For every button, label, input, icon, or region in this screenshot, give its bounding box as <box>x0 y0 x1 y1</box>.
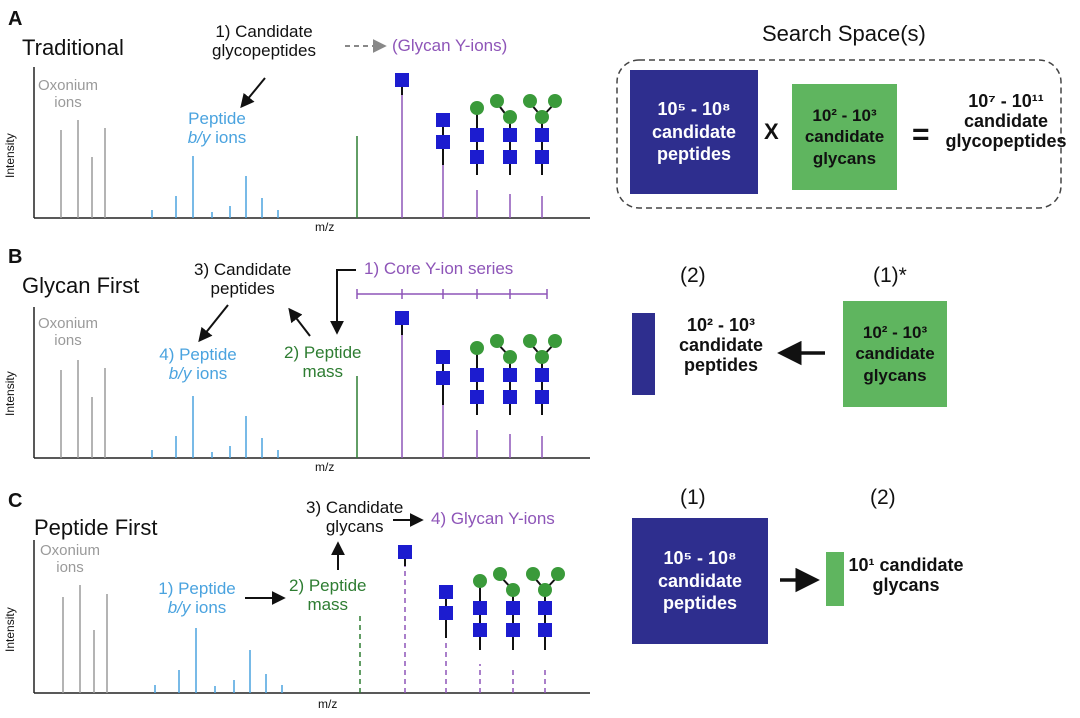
peptide-peaks-b <box>151 396 279 458</box>
step-label-c-1: (1) <box>680 486 706 509</box>
peptide-mass-label-b: 2) Peptide mass <box>284 343 362 381</box>
peptide-peaks-a <box>151 156 279 218</box>
panel-c-letter: C <box>8 490 23 512</box>
ylabel-a: Intensity <box>3 133 17 178</box>
peptide-ions-label-c: 1) Peptide b/y ions <box>158 579 236 617</box>
ylabel-c: Intensity <box>3 607 17 652</box>
peptides-box-b <box>632 313 655 395</box>
spectrum-c <box>33 513 820 694</box>
panel-b-letter: B <box>8 246 23 268</box>
arrow-core-y-to-mass <box>330 269 356 335</box>
spectrum-b <box>33 269 825 459</box>
oxonium-peaks-c <box>62 585 108 693</box>
glycan-structures-c <box>398 545 565 650</box>
panel-a-letter: A <box>8 8 23 30</box>
oxonium-label-b: Oxonium ions <box>38 315 99 349</box>
oxonium-label-c: Oxonium ions <box>40 542 101 576</box>
glycan-y-label-c: 4) Glycan Y-ions <box>431 509 555 528</box>
glycan-structures-a <box>395 73 562 175</box>
candidate-label-c: 3) Candidate glycans <box>306 498 404 536</box>
panel-a-title: Traditional <box>22 35 124 60</box>
panel-c-title: Peptide First <box>34 515 158 540</box>
arrow-candidate-to-peptide-b <box>198 304 229 343</box>
core-y-label-b: 1) Core Y-ion series <box>364 259 514 278</box>
search-space-title: Search Space(s) <box>762 21 926 46</box>
spectrum-a <box>33 39 1062 219</box>
panel-b-title: Glycan First <box>22 273 140 298</box>
search-space-border <box>616 59 1062 209</box>
glycans-box-c <box>826 552 844 606</box>
arrow-candidate-to-peptide-a <box>240 77 266 109</box>
candidate-label-b: 3) Candidate peptides <box>194 260 292 298</box>
peptide-ions-label-a: Peptide b/y ions <box>187 109 247 147</box>
peptides-label-b: 10² - 10³ candidate peptides <box>678 315 764 375</box>
step-label-b-2: (2) <box>680 264 706 287</box>
times-sign: X <box>764 119 779 144</box>
step-label-b-1: (1)* <box>873 264 907 287</box>
oxonium-label-a: Oxonium ions <box>38 77 99 111</box>
glycans-label-c: 10¹ candidate glycans <box>848 555 964 595</box>
peptide-mass-label-c: 2) Peptide mass <box>289 576 367 614</box>
xlabel-b: m/z <box>315 460 335 474</box>
step-label-c-2: (2) <box>870 486 896 509</box>
core-y-series-bracket <box>356 289 548 299</box>
ylabel-b: Intensity <box>3 371 17 416</box>
oxonium-peaks-a <box>60 120 106 218</box>
xlabel-c: m/z <box>318 697 338 711</box>
result-label-a: 10⁷ - 10¹¹ candidate glycopeptides <box>945 91 1067 151</box>
peptide-peaks-c <box>154 628 283 693</box>
candidate-label-a: 1) Candidate glycopeptides <box>212 22 316 60</box>
glycan-y-peaks-c <box>404 566 546 693</box>
arrow-mass-to-candidate <box>288 307 311 337</box>
xlabel-a: m/z <box>315 220 335 234</box>
equals-sign: = <box>912 118 930 151</box>
glycan-y-label-a: (Glycan Y-ions) <box>392 36 508 55</box>
glycan-y-peaks-a <box>401 95 543 218</box>
oxonium-peaks-b <box>60 360 106 458</box>
glycan-y-peaks-b <box>401 335 543 458</box>
glycan-structures-b <box>395 311 562 415</box>
peptide-ions-label-b: 4) Peptide b/y ions <box>159 345 237 383</box>
